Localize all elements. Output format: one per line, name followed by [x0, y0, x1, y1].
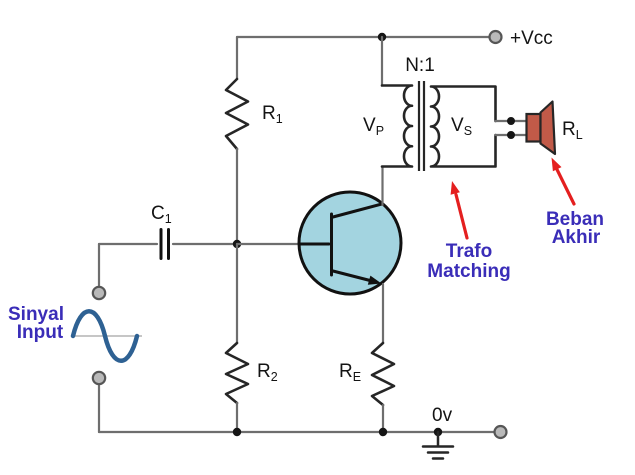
speaker-dot-bottom: [507, 131, 515, 139]
signal-input-caption: Sinyal Input: [8, 304, 64, 343]
junction-dot-r2: [232, 427, 242, 437]
trafo-matching-line1: Trafo: [446, 241, 492, 262]
turns-ratio-label: N:1: [405, 55, 435, 76]
speaker-dot-top: [507, 117, 515, 125]
beban-arrow-line: [555, 167, 576, 206]
junction-dot-re: [378, 427, 388, 437]
trafo-matching-annotation: Trafo Matching: [427, 181, 511, 282]
transistor-npn: [235, 165, 403, 345]
emitter-arrowhead: [367, 275, 382, 285]
speaker-load: RL: [525, 100, 583, 156]
c1-label: C1: [151, 203, 172, 226]
ground-rail: 0v: [97, 405, 508, 460]
input-terminal-bottom: [91, 370, 107, 386]
beban-arrow-head: [551, 157, 562, 172]
ground-icon: [421, 430, 455, 460]
trafo-matching-caption: Trafo Matching: [427, 241, 510, 282]
transformer: N:1 VP VS: [363, 35, 528, 171]
zero-volt-label: 0v: [432, 405, 453, 426]
vcc-label: +Vcc: [510, 28, 553, 49]
re-zigzag: [370, 341, 396, 407]
r1-zigzag: [224, 77, 250, 151]
ground-terminal: [493, 424, 508, 440]
power-rail: +Vcc: [235, 28, 553, 49]
signal-input-line1: Sinyal: [8, 304, 64, 325]
signal-input-line2: Input: [17, 322, 64, 343]
collector-line: [331, 202, 384, 219]
vs-label: VS: [451, 115, 472, 138]
r1-label: R1: [262, 103, 283, 126]
re-label: RE: [339, 361, 361, 384]
resistor-r1: R1: [224, 35, 283, 246]
secondary-winding: [429, 85, 497, 168]
beban-akhir-line1: Beban: [546, 209, 604, 230]
r2-zigzag: [224, 341, 250, 405]
emitter-line: [331, 269, 374, 283]
trafo-matching-line2: Matching: [427, 261, 510, 282]
sine-wave-icon: [70, 309, 142, 363]
resistor-re: RE: [339, 341, 396, 434]
r2-label: R2: [257, 361, 278, 384]
beban-akhir-line2: Akhir: [552, 227, 601, 248]
trafo-arrow-head: [450, 181, 460, 195]
speaker-icon-driver: [525, 112, 542, 143]
beban-akhir-annotation: Beban Akhir: [546, 157, 604, 248]
capacitor-c1: C1: [97, 203, 242, 260]
rl-label: RL: [562, 119, 583, 142]
vp-label: VP: [363, 115, 384, 138]
primary-winding: [380, 84, 414, 168]
vcc-terminal: [488, 29, 503, 45]
beban-akhir-caption: Beban Akhir: [546, 209, 604, 248]
trafo-arrow-line: [454, 192, 469, 240]
speaker-icon-cone: [539, 100, 557, 156]
resistor-r2: R2: [224, 242, 278, 434]
input-terminal-top: [91, 285, 107, 301]
signal-input-source: Sinyal Input: [8, 242, 142, 434]
sine-wave: [70, 309, 140, 363]
